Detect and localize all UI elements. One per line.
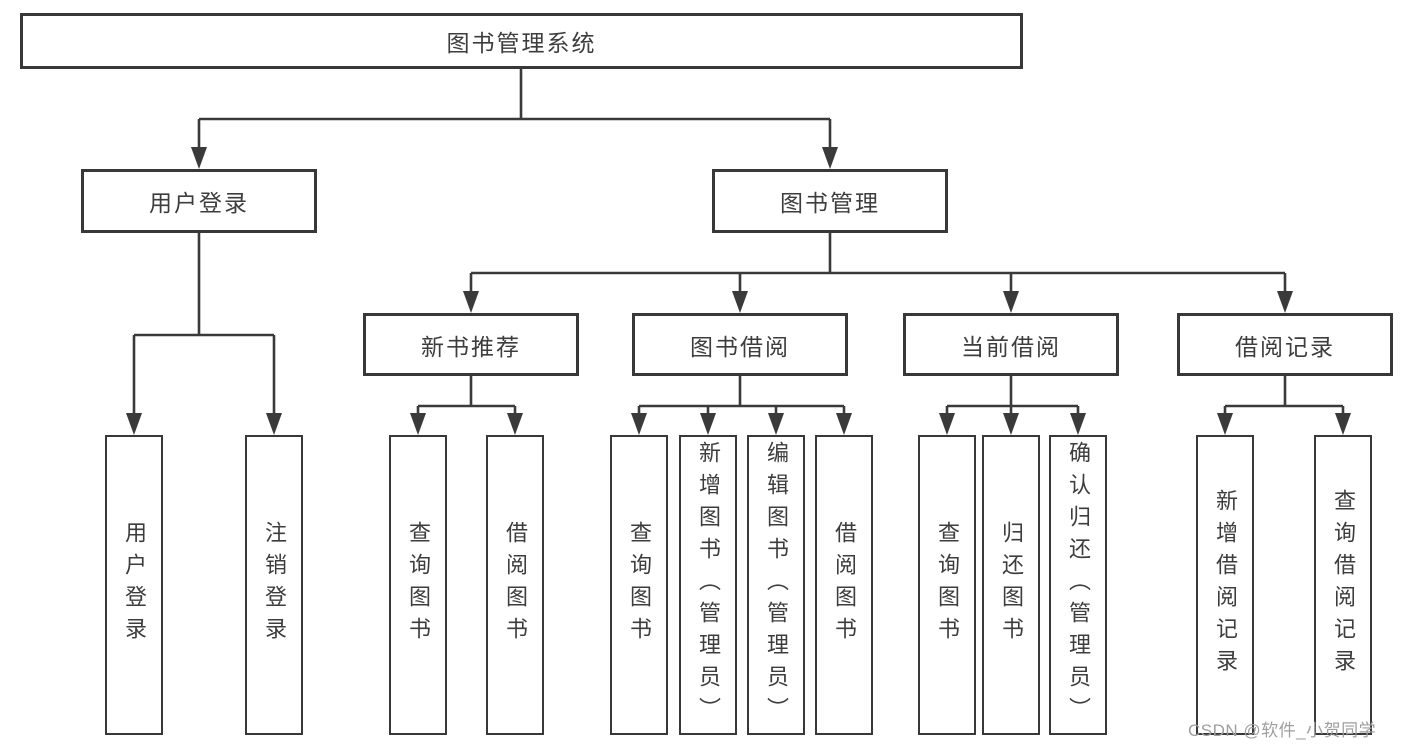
arrow-down-icon <box>1003 413 1019 435</box>
node-leaf-borrow-book-borrow-label: 借阅图书 <box>832 521 857 649</box>
node-leaf-return-book-label: 归还图书 <box>999 521 1024 649</box>
node-leaf-query-book-borrow-label: 查询图书 <box>627 521 652 649</box>
arrow-down-icon <box>700 413 716 435</box>
node-book-borrow-label: 图书借阅 <box>690 333 790 360</box>
arrow-down-icon <box>1070 413 1086 435</box>
node-book-mgmt-label: 图书管理 <box>780 190 880 216</box>
arrow-down-icon <box>410 413 426 435</box>
arrow-down-icon <box>822 147 838 169</box>
node-current-borrow: 当前借阅 <box>903 313 1119 376</box>
node-leaf-user-login-label: 用户登录 <box>122 521 147 649</box>
node-new-book-rec-label: 新书推荐 <box>421 333 521 360</box>
node-current-borrow-label: 当前借阅 <box>961 333 1061 360</box>
node-leaf-logout-login-label: 注销登录 <box>262 521 287 649</box>
arrow-down-icon <box>836 413 852 435</box>
node-leaf-query-book-rec-label: 查询图书 <box>406 521 431 649</box>
node-leaf-query-book-current: 查询图书 <box>918 435 976 735</box>
node-book-mgmt: 图书管理 <box>712 169 948 233</box>
arrow-down-icon <box>768 413 784 435</box>
connector-current-borrow-children <box>939 376 1086 435</box>
node-leaf-borrow-book-borrow: 借阅图书 <box>815 435 873 735</box>
node-leaf-query-book-current-label: 查询图书 <box>935 521 960 649</box>
node-leaf-add-book-admin-label: 新增图书（管理员） <box>696 441 721 729</box>
node-leaf-edit-book-admin-label: 编辑图书（管理员） <box>764 441 789 729</box>
arrow-down-icon <box>507 413 523 435</box>
arrow-down-icon <box>1335 413 1351 435</box>
arrow-down-icon <box>939 413 955 435</box>
node-root: 图书管理系统 <box>20 13 1023 69</box>
arrow-down-icon <box>191 147 207 169</box>
arrow-down-icon <box>1003 291 1019 313</box>
node-leaf-edit-book-admin: 编辑图书（管理员） <box>747 435 805 735</box>
connector-root-to-level2 <box>191 69 838 169</box>
node-leaf-confirm-return-admin: 确认归还（管理员） <box>1049 435 1107 735</box>
node-leaf-user-login: 用户登录 <box>105 435 163 735</box>
node-borrow-records: 借阅记录 <box>1177 313 1393 376</box>
node-leaf-add-borrow-record-label: 新增借阅记录 <box>1213 489 1238 681</box>
node-leaf-borrow-book-rec-label: 借阅图书 <box>503 521 528 649</box>
node-user-login-label: 用户登录 <box>149 190 249 216</box>
node-borrow-records-label: 借阅记录 <box>1235 333 1335 360</box>
node-leaf-return-book: 归还图书 <box>982 435 1040 735</box>
node-new-book-rec: 新书推荐 <box>363 313 579 376</box>
node-leaf-query-book-rec: 查询图书 <box>389 435 447 735</box>
arrow-down-icon <box>1277 291 1293 313</box>
connector-borrow-records-children <box>1217 376 1351 435</box>
node-leaf-add-book-admin: 新增图书（管理员） <box>679 435 737 735</box>
arrow-down-icon <box>732 291 748 313</box>
node-leaf-logout-login: 注销登录 <box>245 435 303 735</box>
node-leaf-query-book-borrow: 查询图书 <box>610 435 668 735</box>
arrow-down-icon <box>126 413 142 435</box>
watermark: CSDN @软件_小贺同学 <box>1188 721 1377 740</box>
connector-book-mgmt-children <box>463 233 1293 313</box>
node-user-login: 用户登录 <box>81 169 317 233</box>
node-leaf-query-borrow-record-label: 查询借阅记录 <box>1331 489 1356 681</box>
node-leaf-borrow-book-rec: 借阅图书 <box>486 435 544 735</box>
arrow-down-icon <box>266 413 282 435</box>
arrow-down-icon <box>631 413 647 435</box>
arrow-down-icon <box>463 291 479 313</box>
node-root-label: 图书管理系统 <box>446 30 597 56</box>
connector-user-login-children <box>126 233 282 435</box>
node-book-borrow: 图书借阅 <box>632 313 848 376</box>
node-leaf-add-borrow-record: 新增借阅记录 <box>1196 435 1254 735</box>
node-leaf-query-borrow-record: 查询借阅记录 <box>1314 435 1372 735</box>
connector-new-book-rec-children <box>410 376 523 435</box>
connector-book-borrow-children <box>631 376 852 435</box>
arrow-down-icon <box>1217 413 1233 435</box>
node-leaf-confirm-return-admin-label: 确认归还（管理员） <box>1066 441 1091 729</box>
